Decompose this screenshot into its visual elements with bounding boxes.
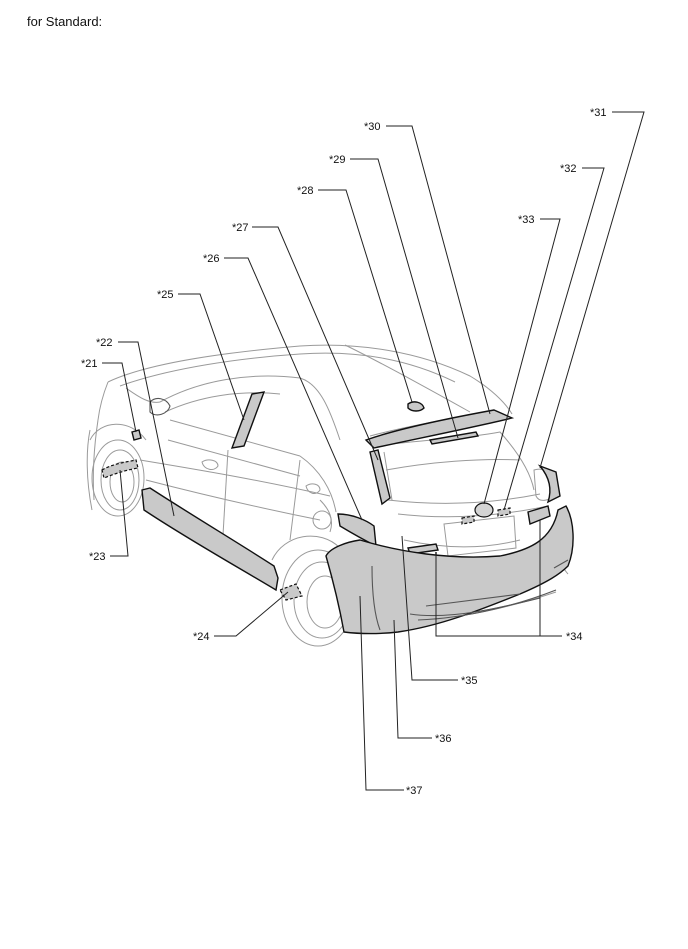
- part-37: [325, 505, 574, 635]
- callout-31: *31: [590, 107, 607, 119]
- callout-33: *33: [518, 214, 535, 226]
- part-23: [101, 459, 139, 479]
- callout-21: *21: [81, 358, 98, 370]
- part-27: [369, 449, 391, 506]
- callout-34: *34: [566, 631, 583, 643]
- callout-29: *29: [329, 154, 346, 166]
- part-32: [497, 507, 511, 517]
- part-back-emblem: [461, 515, 475, 525]
- callout-35: *35: [461, 675, 478, 687]
- part-22: [141, 487, 279, 592]
- callout-32: *32: [560, 163, 577, 175]
- part-33: [474, 502, 494, 518]
- callout-30: *30: [364, 121, 381, 133]
- part-24: [279, 583, 303, 601]
- callout-27: *27: [232, 222, 249, 234]
- callout-37: *37: [406, 785, 423, 797]
- part-29: [428, 431, 480, 445]
- callout-labels: *21 *22 *23 *24 *25 *26 *27 *28 *29 *30 …: [81, 107, 607, 797]
- callout-25: *25: [157, 289, 174, 301]
- part-34: [527, 505, 551, 525]
- leader-lines: [102, 111, 645, 791]
- part-25: [230, 391, 266, 449]
- callout-23: *23: [89, 551, 106, 563]
- callout-26: *26: [203, 253, 220, 265]
- part-31: [537, 464, 561, 504]
- highlighted-parts: [101, 391, 574, 635]
- part-30: [364, 409, 515, 449]
- callout-36: *36: [435, 733, 452, 745]
- callout-22: *22: [96, 337, 113, 349]
- diagram-heading: for Standard:: [27, 14, 103, 29]
- callout-24: *24: [193, 631, 210, 643]
- callout-28: *28: [297, 185, 314, 197]
- part-21: [131, 429, 142, 441]
- part-28: [407, 401, 425, 412]
